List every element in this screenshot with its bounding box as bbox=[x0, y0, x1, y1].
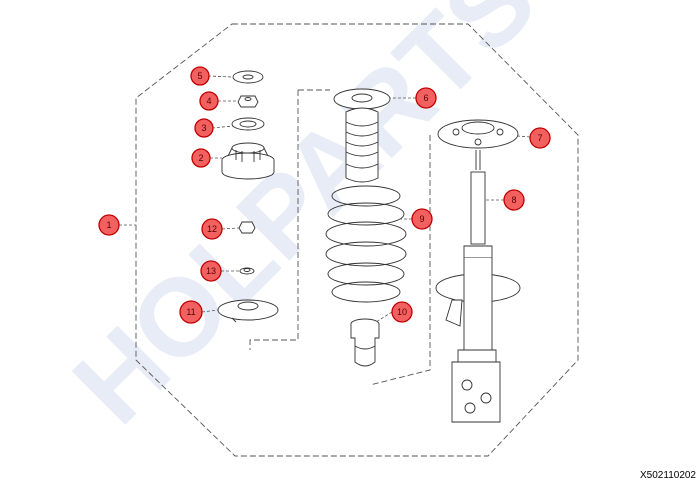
part-ring-washer bbox=[231, 117, 265, 131]
assembly-boundary bbox=[135, 23, 579, 457]
part-lower-seat bbox=[217, 299, 279, 323]
part-nut-lower bbox=[238, 221, 256, 234]
callout-13[interactable]: 13 bbox=[200, 260, 222, 282]
part-nut-top bbox=[237, 95, 259, 108]
part-strut bbox=[435, 150, 521, 423]
leader-lines bbox=[119, 75, 531, 323]
svg-text:10: 10 bbox=[397, 307, 407, 317]
callout-5[interactable]: 5 bbox=[190, 66, 210, 86]
svg-text:4: 4 bbox=[206, 96, 211, 106]
svg-text:11: 11 bbox=[186, 307, 195, 317]
part-bump-stop bbox=[350, 318, 380, 367]
svg-text:2: 2 bbox=[198, 153, 203, 163]
group-bracket-right bbox=[369, 135, 431, 386]
callout-6[interactable]: 6 bbox=[415, 87, 437, 109]
svg-text:6: 6 bbox=[423, 93, 428, 103]
svg-text:7: 7 bbox=[537, 133, 542, 143]
part-washer-top bbox=[232, 70, 264, 84]
callout-7[interactable]: 7 bbox=[529, 127, 551, 149]
part-coil-spring bbox=[325, 185, 407, 303]
callout-12[interactable]: 12 bbox=[201, 218, 223, 240]
document-code: X502110202 bbox=[640, 470, 696, 481]
part-mount-plate bbox=[437, 119, 519, 149]
callout-2[interactable]: 2 bbox=[191, 148, 211, 168]
svg-text:8: 8 bbox=[511, 195, 516, 205]
part-bearing bbox=[221, 142, 275, 180]
callout-10[interactable]: 10 bbox=[391, 301, 413, 323]
svg-text:3: 3 bbox=[201, 123, 206, 133]
callout-3[interactable]: 3 bbox=[194, 118, 214, 138]
callout-8[interactable]: 8 bbox=[503, 189, 525, 211]
callout-9[interactable]: 9 bbox=[411, 208, 433, 230]
svg-text:1: 1 bbox=[106, 220, 111, 230]
svg-text:5: 5 bbox=[197, 71, 202, 81]
callout-4[interactable]: 4 bbox=[199, 91, 219, 111]
callout-11[interactable]: 11 bbox=[179, 300, 203, 324]
callout-1[interactable]: 1 bbox=[98, 214, 120, 236]
svg-text:13: 13 bbox=[206, 266, 216, 276]
svg-text:9: 9 bbox=[419, 214, 424, 224]
group-bracket-left bbox=[249, 90, 299, 350]
svg-text:12: 12 bbox=[207, 224, 217, 234]
part-small-washer bbox=[239, 267, 255, 275]
part-dust-boot bbox=[333, 88, 391, 183]
